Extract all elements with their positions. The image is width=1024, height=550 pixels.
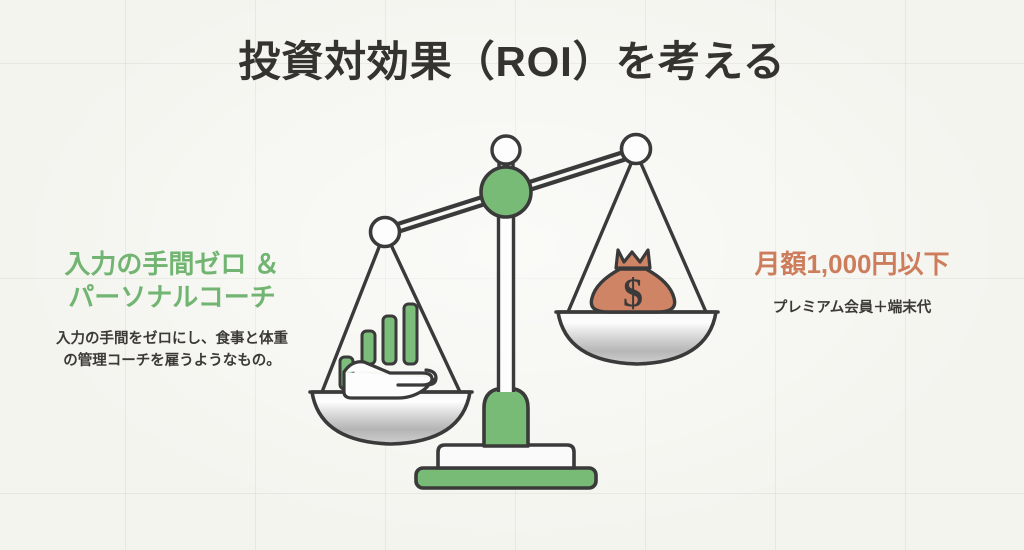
left-headline-line1: 入力の手間ゼロ ＆ — [64, 249, 280, 279]
right-pan-group: $ — [554, 132, 720, 366]
right-headline: 月額1,000円以下 — [754, 249, 950, 279]
left-pan-bowl — [310, 390, 472, 446]
left-value-block: 入力の手間ゼロ ＆ パーソナルコーチ 入力の手間をゼロにし、食事と体重 の管理コ… — [22, 248, 322, 372]
left-caption: 入力の手間をゼロにし、食事と体重 の管理コーチを雇うようなもの。 — [22, 328, 322, 373]
scale-post — [496, 184, 516, 392]
left-headline: 入力の手間ゼロ ＆ パーソナルコーチ — [22, 248, 322, 315]
hand-holding-growth-bars-icon — [338, 302, 438, 400]
money-bag-dollar-symbol: $ — [623, 270, 643, 315]
right-beam-hook — [619, 132, 653, 166]
scale-pivot — [479, 165, 533, 219]
money-bag-icon: $ — [589, 248, 677, 315]
right-caption: プレミアム会員＋端末代 — [772, 300, 932, 317]
page-title: 投資対効果（ROI）を考える — [238, 38, 786, 85]
left-pan-group — [308, 215, 474, 446]
right-pan-bowl — [556, 310, 718, 366]
left-headline-line2: パーソナルコーチ — [68, 282, 276, 313]
balance-scale-illustration: $ — [286, 126, 726, 518]
left-caption-line2: の管理コーチを雇うようなもの。 — [63, 353, 281, 369]
left-beam-hook — [368, 215, 402, 249]
right-cost-block: 月額1,000円以下 プレミアム会員＋端末代 — [702, 248, 1002, 320]
left-caption-line1: 入力の手間をゼロにし、食事と体重 — [56, 330, 288, 347]
